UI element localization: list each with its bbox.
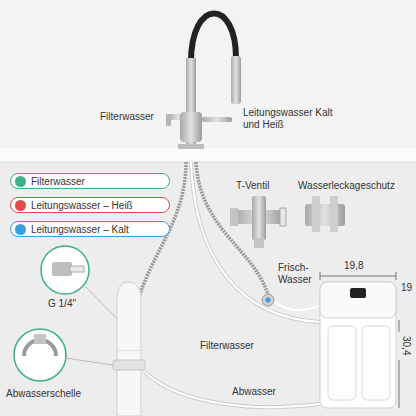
legend-swatch — [15, 200, 26, 211]
legend-text: Leitungswasser – Kalt — [31, 224, 129, 235]
part-label: T-Ventil — [236, 180, 296, 192]
legend-entry: Leitungswasser – Kalt — [10, 221, 170, 237]
dimension-label: 19 — [401, 282, 415, 294]
outlet-label: Filterwasser — [100, 111, 164, 123]
legend-swatch — [15, 176, 26, 187]
legend-swatch — [15, 224, 26, 235]
legend-text: Leitungswasser – Heiß — [31, 200, 133, 211]
dimension-label: 30,4 — [400, 336, 412, 366]
outlet-label: Leitungswasser Kalt und Heiß — [243, 107, 343, 131]
legend-entry: Leitungswasser – Heiß — [10, 197, 170, 213]
thread-label: G 1/4" — [48, 298, 88, 310]
legend-entry: Filterwasser — [10, 173, 170, 189]
line-label: Frisch- Wasser — [278, 262, 320, 286]
line-label: Abwasser — [232, 386, 292, 398]
part-label: Wasserleckageschutz — [298, 180, 412, 192]
part-label: Abwasserschelle — [6, 388, 96, 400]
line-label: Filterwasser — [200, 340, 270, 352]
dimension-label: 19,8 — [344, 260, 374, 272]
legend-text: Filterwasser — [31, 176, 85, 187]
